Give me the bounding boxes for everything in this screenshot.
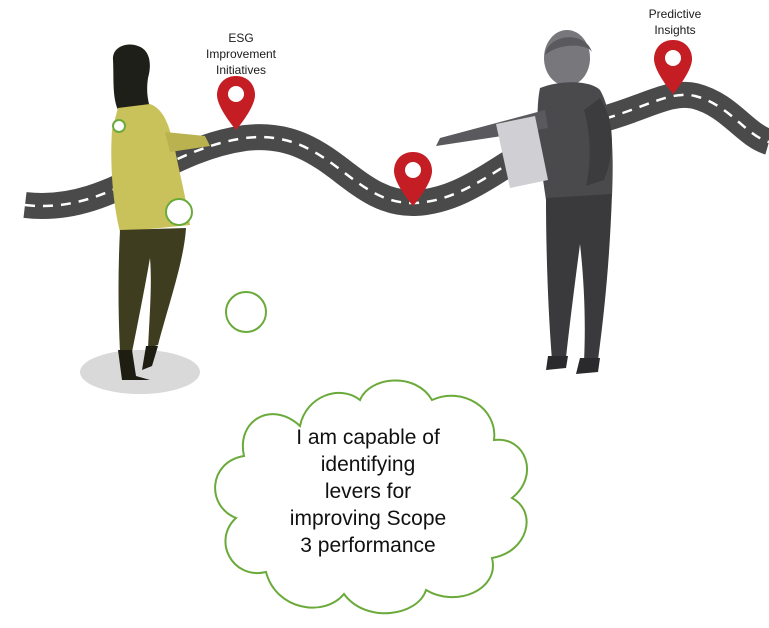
thought-line-2: identifying <box>320 453 416 476</box>
large-green-circle <box>225 291 267 333</box>
small-green-circle <box>112 119 126 133</box>
thought-line-3: levers for <box>324 480 412 503</box>
predictive-label-line-1: Predictive <box>648 7 702 21</box>
thought-line-4: improving Scope <box>289 507 447 530</box>
esg-improvement-initiatives-label: ESG Improvement Initiatives <box>196 30 286 78</box>
predictive-label-line-2: Insights <box>654 23 696 37</box>
esg-label-line-1: ESG <box>228 31 254 45</box>
woman-figure <box>111 44 210 380</box>
esg-label-line-2: Improvement <box>205 47 277 61</box>
pin-icon-predictive <box>654 40 692 94</box>
pin-icon-middle <box>394 152 432 206</box>
medium-green-circle <box>165 198 193 226</box>
ground-shadow <box>80 350 200 394</box>
man-figure <box>436 30 613 374</box>
winding-road <box>23 81 769 220</box>
thought-line-5: 3 performance <box>300 534 436 557</box>
predictive-insights-label: Predictive Insights <box>630 6 720 38</box>
thought-cloud <box>214 379 529 615</box>
esg-label-line-3: Initiatives <box>215 63 267 77</box>
thought-bubble-text: I am capable of identifying levers for i… <box>262 424 474 559</box>
thought-line-1: I am capable of <box>296 426 440 449</box>
pin-icon-esg <box>217 76 255 130</box>
